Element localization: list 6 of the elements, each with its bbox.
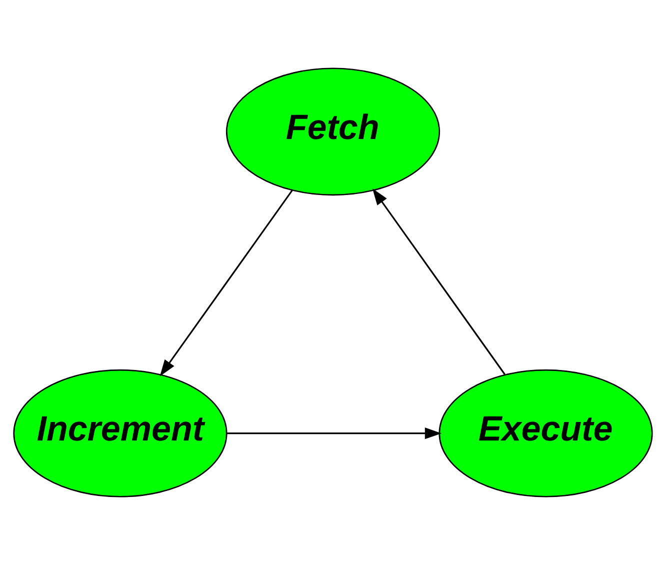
node-ellipse: Execute — [438, 368, 653, 497]
node-ellipse: Increment — [13, 368, 228, 497]
arrow — [226, 426, 442, 439]
arrow — [160, 189, 293, 376]
node-ellipse: Fetch — [226, 67, 440, 196]
arrow — [372, 188, 506, 374]
